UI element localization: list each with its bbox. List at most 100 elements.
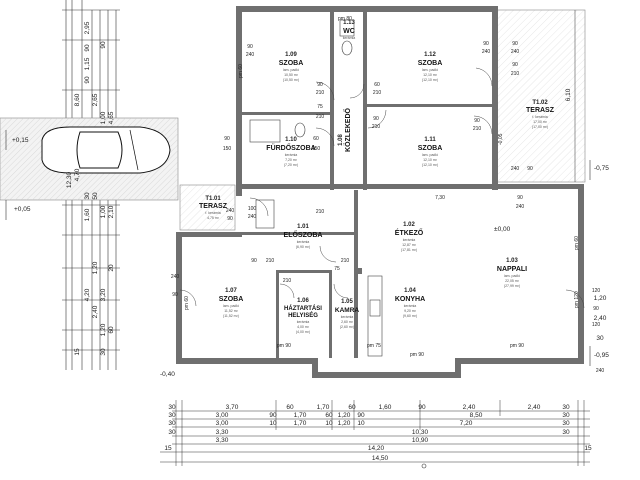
room-number: 1.05 <box>341 299 353 305</box>
room-floor: f. kerámia <box>205 211 220 215</box>
room-floor: kerámia <box>297 320 310 324</box>
room-name-2: HELYISÉG <box>288 311 318 319</box>
svg-text:30: 30 <box>168 412 176 419</box>
left-dimensions: 8,60 2,95 90 1,15 90 2,65 12,30 4,70 1,6… <box>66 21 115 355</box>
svg-text:75: 75 <box>317 104 323 110</box>
opening-labels: pm 80 pm 90 pm 75 pm 90 pm 90 pm 60 pm 6… <box>184 16 580 358</box>
svg-text:1,00: 1,00 <box>100 205 107 218</box>
svg-text:6,10: 6,10 <box>565 88 572 101</box>
room-area: 2,60 m² <box>341 320 354 324</box>
room-1-05: 1.05 KAMRA kerámia 2,60 m² (2,60 m²) <box>335 299 359 329</box>
svg-text:90: 90 <box>418 404 426 411</box>
svg-text:3,30: 3,30 <box>216 437 229 444</box>
room-floor: kerámia <box>404 304 417 308</box>
svg-text:210: 210 <box>341 258 350 264</box>
svg-text:210: 210 <box>373 90 382 96</box>
opening-label: pm 120 <box>574 291 580 308</box>
room-1-11: 1.11 SZOBA lam. padló 12,10 m² (12,10 m²… <box>418 137 443 167</box>
dim-row-6: 15 14,20 15 <box>164 445 592 452</box>
room-1-04: 1.04 KONYHA kerámia 9,20 m² (9,60 m²) <box>395 288 425 318</box>
room-number: 1.10 <box>285 137 297 143</box>
room-floor: kerámia <box>341 315 354 319</box>
svg-text:1,60: 1,60 <box>379 404 392 411</box>
svg-text:90: 90 <box>317 82 323 88</box>
car-outline <box>41 126 171 174</box>
room-1-03: 1.03 NAPPALI lam. padló 22,05 m² (27,99 … <box>497 258 527 288</box>
svg-text:12,30: 12,30 <box>66 171 73 188</box>
opening-label: pm 80 <box>338 16 352 22</box>
room-name: FÜRDŐSZOBA <box>266 143 315 152</box>
level-left: +0,05 <box>14 206 31 213</box>
room-area: 9,20 m² <box>404 309 417 313</box>
svg-text:60: 60 <box>108 326 115 334</box>
svg-text:90: 90 <box>474 118 480 124</box>
svg-text:20: 20 <box>108 264 115 272</box>
room-area: 4,75 m² <box>207 216 220 220</box>
level-bottom-right: -0,95 <box>594 352 609 359</box>
room-labels: 1.09 SZOBA lam. padló 10,50 m² (10,50 m²… <box>199 20 555 334</box>
svg-text:210: 210 <box>316 209 325 215</box>
svg-text:15: 15 <box>164 445 172 452</box>
room-name: KÖZLEKEDŐ <box>343 107 352 152</box>
svg-text:210: 210 <box>372 124 381 130</box>
room-area-gross: (4,00 m²) <box>296 330 310 334</box>
room-number: 1.13 <box>343 20 355 26</box>
svg-text:30: 30 <box>596 335 604 342</box>
room-area-gross: (17,00 m²) <box>532 125 548 129</box>
room-area: (6,90 m²) <box>296 245 310 249</box>
svg-text:90: 90 <box>100 41 107 49</box>
room-floor: lam. padló <box>422 153 438 157</box>
level-terrace: -0,05 <box>498 133 504 145</box>
svg-text:30: 30 <box>562 420 570 427</box>
room-area-gross: (7,20 m²) <box>284 163 298 167</box>
room-number: 1.07 <box>225 288 237 294</box>
svg-text:90: 90 <box>593 306 599 312</box>
room-name: TERASZ <box>526 107 555 114</box>
terrace-t1-02: T1.02 TERASZ f. kerámia 17,00 m² (17,00 … <box>526 100 555 129</box>
svg-text:210: 210 <box>316 114 325 120</box>
room-floor: kerámia <box>403 238 416 242</box>
room-1-07: 1.07 SZOBA lam. padló 11,52 m² (11,52 m²… <box>219 288 244 318</box>
room-1-08: 1.08 KÖZLEKEDŐ <box>338 107 352 152</box>
room-number: 1.02 <box>403 222 415 228</box>
opening-label: pm 60 <box>238 64 244 78</box>
opening-dimensions: 90 240 90 240 90 240 90 210 90 210 60 21… <box>171 41 605 374</box>
room-area: 11,52 m² <box>224 309 238 313</box>
dim-row-2: 30 3,00 90 1,70 60 1,20 90 8,50 30 <box>168 412 570 419</box>
svg-text:240: 240 <box>516 204 525 210</box>
svg-text:90: 90 <box>483 41 489 47</box>
svg-text:8,50: 8,50 <box>470 412 483 419</box>
opening-label: pm 90 <box>510 343 524 349</box>
right-dimensions: 6,10 1,20 2,40 30 <box>565 10 607 342</box>
room-floor: kerámia <box>285 153 298 157</box>
svg-text:2,40: 2,40 <box>594 315 607 322</box>
opening-label: pm 90 <box>410 352 424 358</box>
room-floor: kerámia <box>343 36 356 40</box>
svg-text:30: 30 <box>562 429 570 436</box>
dim-row-1: 30 3,70 60 1,70 60 1,60 90 2,40 2,40 30 <box>168 404 570 411</box>
svg-text:90: 90 <box>227 216 233 222</box>
svg-text:60: 60 <box>348 404 356 411</box>
bottom-dimension-lines <box>160 400 590 466</box>
room-number: T1.02 <box>532 100 548 106</box>
svg-text:10: 10 <box>325 420 333 427</box>
room-area: 17,00 m² <box>533 120 548 124</box>
level-terrace-right: -0,75 <box>594 165 609 172</box>
svg-text:50: 50 <box>92 192 99 200</box>
svg-text:90: 90 <box>512 62 518 68</box>
room-1-10: 1.10 FÜRDŐSZOBA kerámia 7,20 m² (7,20 m²… <box>266 137 315 167</box>
room-name: ELŐSZOBA <box>284 230 323 239</box>
svg-text:90: 90 <box>517 195 523 201</box>
svg-text:4,65: 4,65 <box>108 111 115 124</box>
room-floor: lam. padló <box>422 68 438 72</box>
room-1-02: 1.02 ÉTKEZŐ kerámia 12,87 m² (17,81 m²) <box>395 222 424 252</box>
level-floor: ±0,00 <box>494 226 511 233</box>
svg-text:30: 30 <box>562 404 570 411</box>
svg-text:60: 60 <box>313 136 319 142</box>
svg-text:240: 240 <box>596 368 605 374</box>
room-1-01: 1.01 ELŐSZOBA kerámia (6,90 m²) <box>284 224 323 249</box>
svg-text:3,30: 3,30 <box>216 429 229 436</box>
svg-text:90: 90 <box>269 412 277 419</box>
room-name: HÁZTARTÁSI <box>284 305 322 312</box>
